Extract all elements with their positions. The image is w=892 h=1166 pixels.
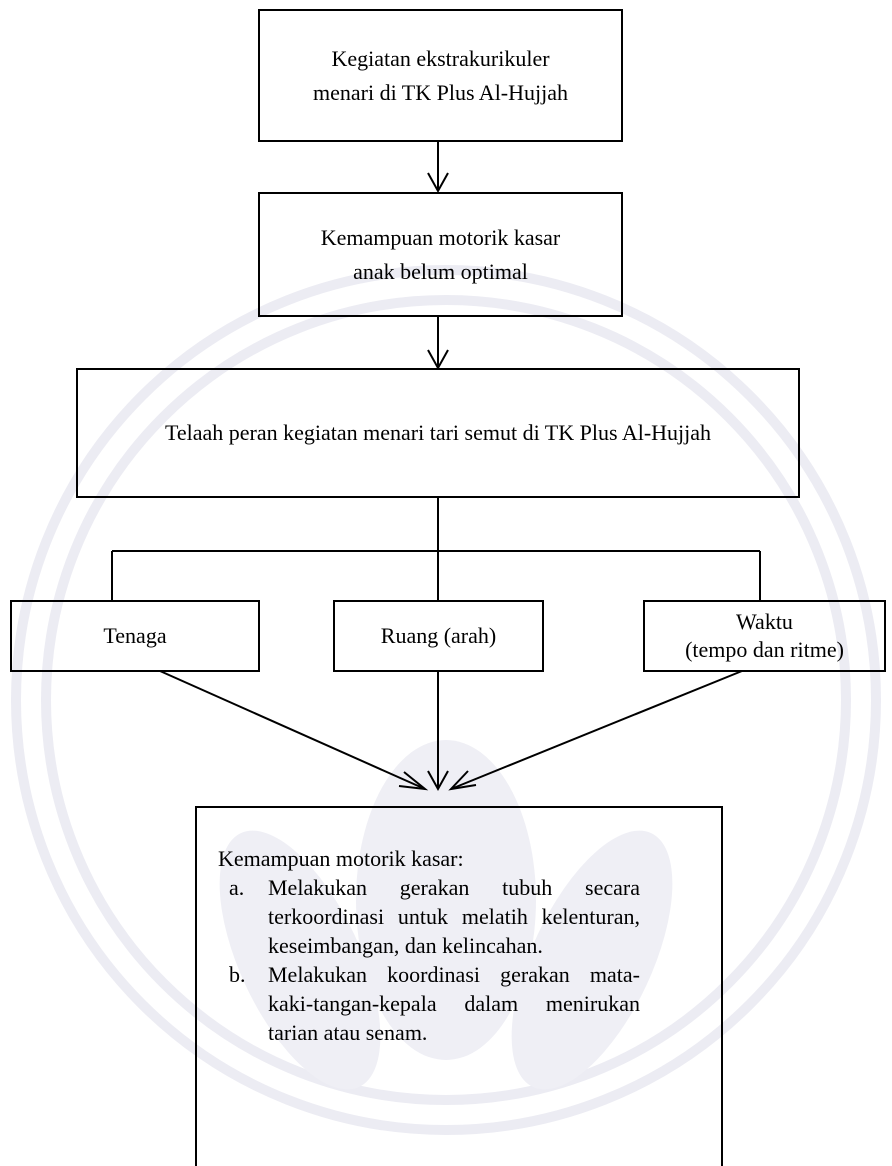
final-list: a. Melakukan gerakan tubuh secara terkoo… <box>218 873 698 1047</box>
arrowhead-waktu-final <box>448 770 477 791</box>
box-ekstrakurikuler-line-2: menari di TK Plus Al-Hujjah <box>312 79 569 105</box>
final-item-a-marker: a. <box>229 875 245 900</box>
arrowhead-1-2 <box>427 172 449 194</box>
box-waktu-line-2: (tempo dan ritme) <box>685 637 844 662</box>
final-heading: Kemampuan motorik kasar: <box>218 846 464 871</box>
box-telaah-text: Telaah peran kegiatan menari tari semut … <box>164 420 712 445</box>
box-kemampuan-motorik-kasar: Kemampuan motorik kasar: a. Melakukan ge… <box>195 806 723 1166</box>
box-waktu: Waktu (tempo dan ritme) <box>643 600 886 672</box>
box-waktu-line-1: Waktu <box>736 609 793 634</box>
final-item-a-text: Melakukan gerakan tubuh secara terkoordi… <box>268 875 640 958</box>
box-motorik-line-1: Kemampuan motorik kasar <box>320 224 561 250</box>
final-item-b-marker: b. <box>229 962 246 987</box>
box-tenaga: Tenaga <box>10 600 260 672</box>
box-telaah: Telaah peran kegiatan menari tari semut … <box>76 368 800 498</box>
final-item-b: b. Melakukan koordinasi gerakan mata-kak… <box>218 960 698 1047</box>
box-ruang: Ruang (arah) <box>333 600 544 672</box>
box-ekstrakurikuler-line-1: Kegiatan ekstrakurikuler <box>331 45 550 71</box>
arrow-waktu-final <box>450 670 743 790</box>
box-tenaga-text: Tenaga <box>103 623 167 648</box>
box-motorik-belum-optimal: Kemampuan motorik kasar anak belum optim… <box>258 192 623 317</box>
arrow-tenaga-final <box>159 670 426 790</box>
arrowhead-ruang-final <box>427 770 449 792</box>
arrowhead-tenaga-final <box>398 771 429 791</box>
final-item-a: a. Melakukan gerakan tubuh secara terkoo… <box>218 873 698 960</box>
final-item-b-text: Melakukan koordinasi gerakan mata-kaki-t… <box>268 962 640 1045</box>
box-motorik-line-2: anak belum optimal <box>353 258 528 284</box>
box-ruang-text: Ruang (arah) <box>380 623 497 648</box>
box-ekstrakurikuler: Kegiatan ekstrakurikuler menari di TK Pl… <box>258 9 623 142</box>
